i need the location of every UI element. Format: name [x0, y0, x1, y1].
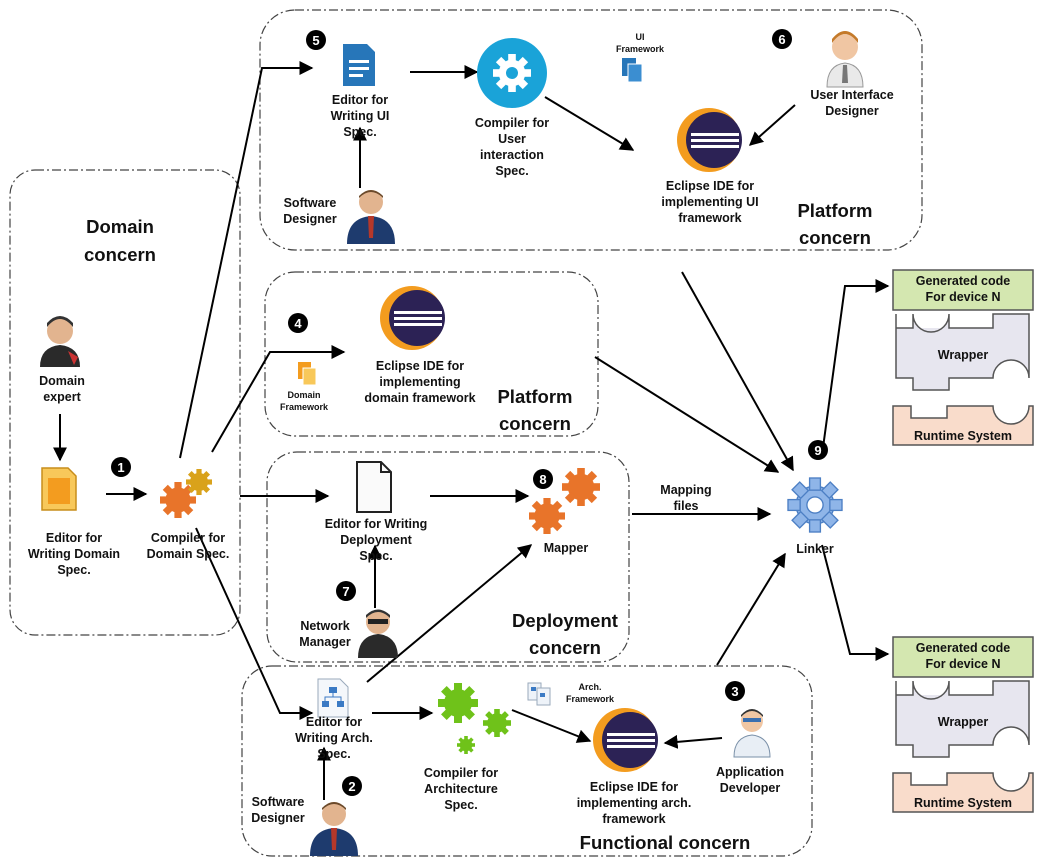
deployment-editor-icon: [356, 461, 392, 513]
eclipse-ui-icon: [677, 108, 742, 172]
step-number: 8: [539, 472, 546, 487]
mapper-label: Mapper: [544, 541, 589, 555]
linker-gear-icon: [787, 477, 843, 533]
deployment-concern-box: [266, 451, 630, 663]
platform-top-concern-box: [259, 9, 923, 251]
runtime-label: Runtime System: [914, 796, 1012, 810]
arch-framework-doc-icon: [527, 682, 551, 706]
network-manager-avatar: [358, 609, 398, 658]
arch-compiler-gear-icon: [438, 683, 511, 754]
generated-code-box: [892, 269, 1034, 311]
wrapper-label: Wrapper: [938, 715, 989, 729]
functional-concern-title: Functional concern: [580, 832, 751, 853]
domain-framework-doc-icon: [298, 362, 317, 386]
step-badge-6: 6: [772, 29, 792, 49]
linker-label: Linker: [796, 542, 834, 556]
step-number: 1: [117, 460, 124, 475]
domain-expert-avatar: [40, 316, 80, 367]
arch-editor-icon: [317, 678, 349, 718]
generated-code-box: [892, 636, 1034, 678]
eclipse-domain-icon: [380, 286, 445, 350]
wrapper-shape: [895, 680, 1030, 758]
platform-mid-concern-box: [264, 271, 599, 437]
step-badge-5: 5: [306, 30, 326, 50]
ui-framework-doc-icon: [622, 58, 643, 83]
ui-designer-avatar: [826, 31, 864, 88]
runtime-label: Runtime System: [914, 429, 1012, 443]
wrapper-shape: [895, 313, 1030, 391]
arch-framework-label: Arch.Framework: [566, 682, 615, 704]
domain-compiler-gear-icon: [160, 469, 212, 518]
ui-compiler-gear-icon: [477, 38, 547, 108]
domain-editor-icon: [41, 467, 77, 511]
runtime-shape: [892, 772, 1034, 813]
step-badge-4: 4: [288, 313, 308, 333]
step-badge-2: 2: [342, 776, 362, 796]
step-badge-3: 3: [725, 681, 745, 701]
eclipse-arch-icon: [593, 708, 658, 772]
step-badge-9: 9: [808, 440, 828, 460]
step-number: 9: [814, 443, 821, 458]
step-number: 2: [348, 779, 355, 794]
flow-arrows: [53, 61, 890, 800]
step-badge-8: 8: [533, 469, 553, 489]
app-developer-avatar: [733, 709, 771, 758]
step-number: 4: [294, 316, 302, 331]
step-number: 5: [312, 33, 319, 48]
ui-editor-icon: [343, 44, 375, 86]
step-number: 7: [342, 584, 349, 599]
wrapper-label: Wrapper: [938, 348, 989, 362]
functional-concern-box: [241, 665, 813, 857]
step-badge-7: 7: [336, 581, 356, 601]
step-number: 6: [778, 32, 785, 47]
step-number: 3: [731, 684, 738, 699]
step-badge-1: 1: [111, 457, 131, 477]
runtime-shape: [892, 405, 1034, 446]
software-designer-top-avatar: [347, 190, 395, 244]
software-designer-bottom-avatar: [310, 802, 358, 856]
